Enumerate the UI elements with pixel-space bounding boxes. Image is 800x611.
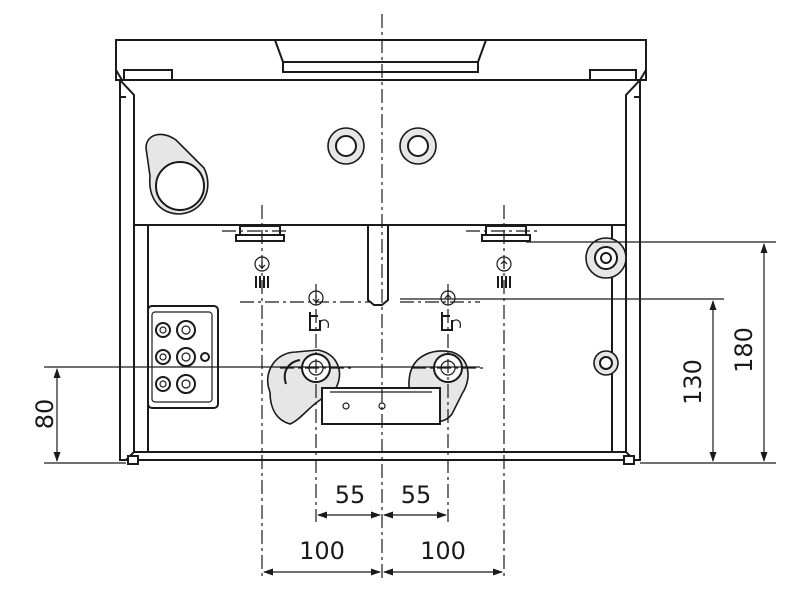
center-lines (222, 14, 540, 580)
heating-fittings-top (235, 225, 531, 242)
dim-label-80: 80 (31, 399, 59, 430)
flue-outlet (145, 133, 209, 215)
arrow-down-tap-icon (308, 290, 329, 331)
dimension-55-left: 55 (317, 481, 381, 519)
extension-lines (44, 241, 776, 464)
valve-bracket (321, 387, 441, 425)
dim-label-180: 180 (730, 327, 758, 373)
dim-label-100-left: 100 (299, 537, 345, 565)
dimension-left-80: 80 (31, 368, 61, 462)
dimension-100-right: 100 (383, 537, 503, 576)
dim-label-130: 130 (679, 359, 707, 405)
boiler-housing (119, 79, 641, 465)
dimension-100-left: 100 (263, 537, 381, 576)
electrical-terminal-block (147, 305, 219, 409)
right-side-fittings (585, 237, 627, 376)
dimension-right-180: 180 (730, 243, 768, 462)
gas-connection-fittings (327, 127, 437, 165)
dim-label-55-right: 55 (401, 481, 432, 509)
dimension-right-130: 130 (679, 300, 717, 462)
dimension-55-right: 55 (383, 481, 447, 519)
boiler-top-cover (115, 39, 647, 89)
dim-label-55-left: 55 (335, 481, 366, 509)
dim-label-100-right: 100 (420, 537, 466, 565)
